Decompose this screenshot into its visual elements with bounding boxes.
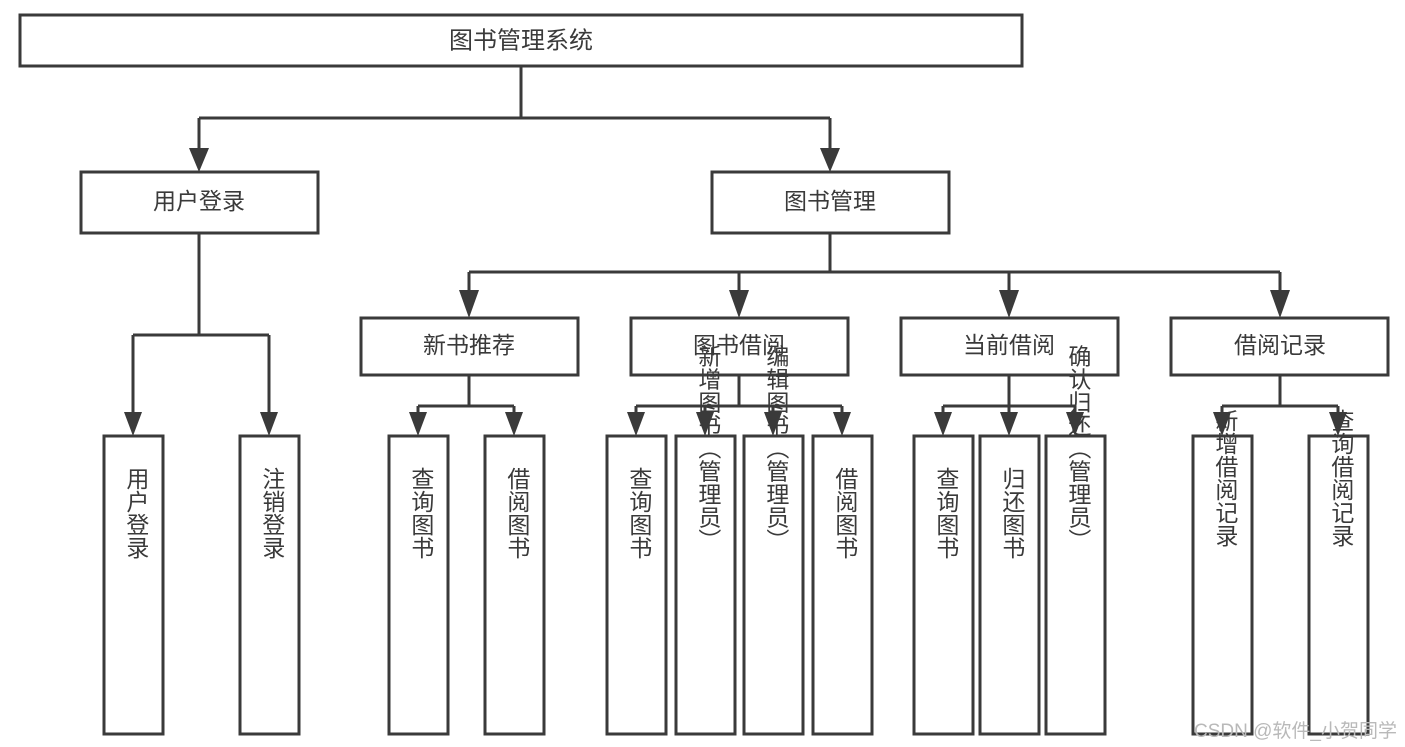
node-l3-confirm-return-box[interactable] — [1044, 434, 1107, 736]
arrow-current-borrow — [999, 290, 1019, 318]
node-new-book-rec[interactable]: 新书推荐 — [359, 316, 580, 377]
arrow-borrow-record — [1270, 290, 1290, 318]
node-borrow-record-label: 借阅记录 — [1234, 332, 1326, 358]
arrow-l3-logout — [260, 412, 278, 436]
node-l3-add-book-box[interactable] — [674, 434, 737, 736]
arrow-return-book — [1000, 412, 1018, 436]
node-user-login[interactable]: 用户登录 — [79, 170, 320, 235]
node-l3-query-book-a-box[interactable] — [387, 434, 450, 736]
node-root-box[interactable] — [18, 13, 1024, 68]
connectors-layer — [124, 66, 1347, 436]
node-book-borrow-label: 图书借阅 — [693, 332, 785, 358]
node-l3-confirm-return[interactable]: 确认归还（管理员） — [1044, 345, 1107, 736]
arrow-add-book — [696, 412, 714, 436]
arrow-book-borrow — [729, 290, 749, 318]
node-l3-query-book-a-label: 查询图书 — [408, 467, 435, 559]
node-l3-query-book-b-box[interactable] — [605, 434, 668, 736]
node-l3-borrow-book-a-box[interactable] — [483, 434, 546, 736]
node-l3-edit-book-label: 编辑图书（管理员） — [763, 345, 790, 552]
node-l3-query-record-box[interactable] — [1307, 434, 1370, 736]
nodes-layer: 图书管理系统 用户登录 图书管理 新书推荐 图书借阅 — [18, 13, 1390, 736]
arrow-query-book-b — [627, 412, 645, 436]
node-book-borrow-box[interactable] — [629, 316, 850, 377]
node-l3-edit-book[interactable]: 编辑图书（管理员） — [742, 345, 805, 736]
node-l3-borrow-book-a-label: 借阅图书 — [504, 467, 531, 559]
node-l3-borrow-book-b[interactable]: 借阅图书 — [811, 434, 874, 736]
node-l3-add-record-box[interactable] — [1191, 434, 1254, 736]
arrow-borrow-book-a — [505, 412, 523, 436]
node-l3-add-book-label: 新增图书（管理员） — [695, 345, 722, 552]
node-l3-return-book[interactable]: 归还图书 — [978, 434, 1041, 736]
node-l3-user-login[interactable]: 用户登录 — [102, 434, 165, 736]
node-current-borrow[interactable]: 当前借阅 — [899, 316, 1120, 377]
node-l3-edit-book-box[interactable] — [742, 434, 805, 736]
node-l3-query-book-c[interactable]: 查询图书 — [912, 434, 975, 736]
node-new-book-rec-box[interactable] — [359, 316, 580, 377]
node-l3-add-record[interactable]: 新增借阅记录 — [1191, 409, 1254, 736]
node-book-manage-label: 图书管理 — [784, 188, 876, 214]
node-root[interactable]: 图书管理系统 — [18, 13, 1024, 68]
arrow-user-login — [189, 148, 209, 172]
node-l3-query-book-b[interactable]: 查询图书 — [605, 434, 668, 736]
node-book-manage-box[interactable] — [710, 170, 951, 235]
node-l3-return-book-label: 归还图书 — [999, 467, 1026, 559]
node-l3-borrow-book-a[interactable]: 借阅图书 — [483, 434, 546, 736]
node-user-login-label: 用户登录 — [153, 188, 245, 214]
node-l3-query-book-b-label: 查询图书 — [626, 467, 653, 559]
arrow-query-book-c — [934, 412, 952, 436]
node-l3-borrow-book-b-label: 借阅图书 — [832, 467, 859, 559]
arrow-confirm-return — [1066, 412, 1084, 436]
node-l3-logout-box[interactable] — [238, 434, 301, 736]
arrow-l3-user-login — [124, 412, 142, 436]
node-l3-query-record-label: 查询借阅记录 — [1328, 409, 1355, 547]
node-l3-query-book-c-box[interactable] — [912, 434, 975, 736]
node-l3-user-login-box[interactable] — [102, 434, 165, 736]
arrow-query-book-a — [409, 412, 427, 436]
node-l3-confirm-return-label: 确认归还（管理员） — [1065, 345, 1092, 552]
arrow-borrow-book-b — [833, 412, 851, 436]
node-new-book-rec-label: 新书推荐 — [423, 332, 515, 358]
node-l3-query-book-c-label: 查询图书 — [933, 467, 960, 559]
node-l3-add-book[interactable]: 新增图书（管理员） — [674, 345, 737, 736]
node-book-borrow[interactable]: 图书借阅 — [629, 316, 850, 377]
node-l3-user-login-label: 用户登录 — [123, 467, 150, 559]
node-borrow-record[interactable]: 借阅记录 — [1169, 316, 1390, 377]
arrow-add-record — [1213, 412, 1231, 436]
arrow-query-record — [1329, 412, 1347, 436]
node-l3-add-record-label: 新增借阅记录 — [1212, 409, 1239, 547]
node-l3-return-book-box[interactable] — [978, 434, 1041, 736]
node-user-login-box[interactable] — [79, 170, 320, 235]
node-l3-borrow-book-b-box[interactable] — [811, 434, 874, 736]
node-l3-query-record[interactable]: 查询借阅记录 — [1307, 409, 1370, 736]
node-current-borrow-box[interactable] — [899, 316, 1120, 377]
node-root-label: 图书管理系统 — [449, 27, 593, 54]
node-borrow-record-box[interactable] — [1169, 316, 1390, 377]
node-l3-query-book-a[interactable]: 查询图书 — [387, 434, 450, 736]
node-current-borrow-label: 当前借阅 — [963, 332, 1055, 358]
node-l3-logout-label: 注销登录 — [259, 467, 286, 559]
node-book-manage[interactable]: 图书管理 — [710, 170, 951, 235]
arrow-edit-book — [764, 412, 782, 436]
arrow-book-manage — [820, 148, 840, 172]
arrow-new-book-rec — [459, 290, 479, 318]
node-l3-logout[interactable]: 注销登录 — [238, 434, 301, 736]
